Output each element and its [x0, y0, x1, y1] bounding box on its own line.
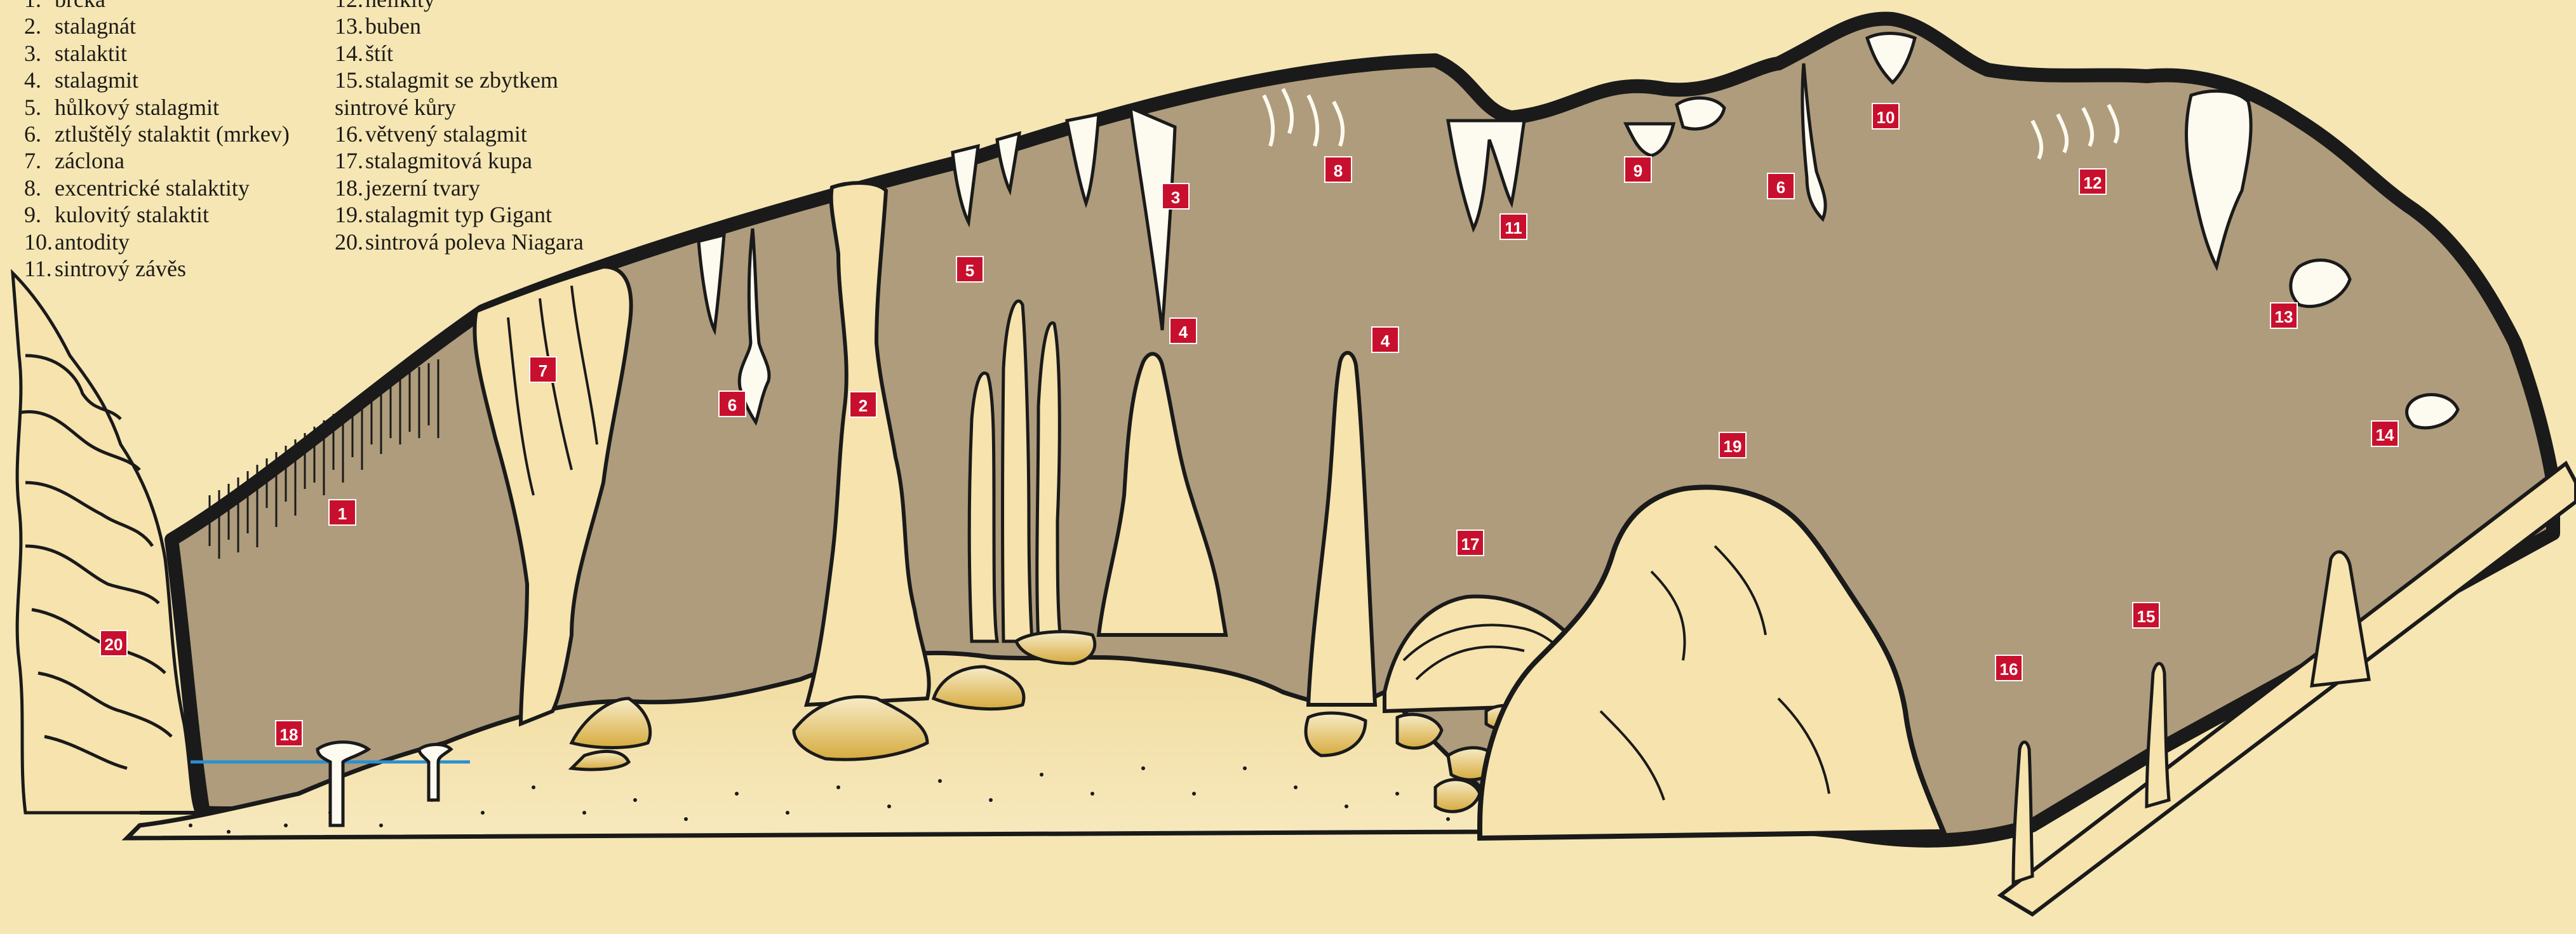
legend-item: 7.záclona	[24, 147, 290, 174]
marker-9: 9	[1624, 156, 1652, 183]
legend-text: větvený stalagmit	[365, 121, 527, 147]
legend-text: brčka	[55, 0, 105, 12]
legend-text: kulovitý stalaktit	[55, 202, 209, 227]
legend-item: 4.stalagmit	[24, 67, 290, 93]
legend-right: 12.helikity 13.buben 14.štít 15.stalagmi…	[335, 0, 584, 255]
legend-item: 12.helikity	[335, 0, 584, 13]
legend-number: 15.	[335, 67, 365, 93]
legend-number: 13.	[335, 13, 365, 39]
legend-item: 15.stalagmit se zbytkem	[335, 67, 584, 93]
legend-number: 2.	[24, 13, 55, 39]
marker-7: 7	[529, 356, 557, 383]
legend-number: 5.	[24, 94, 55, 121]
marker-8: 8	[1324, 156, 1352, 183]
legend-number: 14.	[335, 40, 365, 67]
legend-number: 4.	[24, 67, 55, 93]
legend-item: 1.brčka	[24, 0, 290, 13]
marker-1: 1	[328, 499, 356, 526]
legend-item: 14.štít	[335, 40, 584, 67]
legend-number: 8.	[24, 175, 55, 201]
legend-item: 11.sintrový závěs	[24, 255, 290, 282]
legend-number: 7.	[24, 147, 55, 174]
legend-text: sintrový závěs	[55, 256, 186, 281]
marker-6b: 6	[1767, 173, 1795, 199]
marker-11: 11	[1499, 213, 1527, 240]
marker-16: 16	[1995, 655, 2023, 681]
legend-number: 16.	[335, 121, 365, 147]
marker-14: 14	[2371, 420, 2399, 447]
legend-text: stalagmit	[55, 67, 138, 93]
marker-5: 5	[956, 256, 984, 283]
legend-number: 3.	[24, 40, 55, 67]
legend-item: 3.stalaktit	[24, 40, 290, 67]
legend-item: 19.stalagmit typ Gigant	[335, 201, 584, 228]
legend-text: sintrová poleva Niagara	[365, 229, 584, 255]
legend-item: 6.ztluštělý stalaktit (mrkev)	[24, 121, 290, 147]
legend-item: 9.kulovitý stalaktit	[24, 201, 290, 228]
legend-text: hůlkový stalagmit	[55, 95, 219, 120]
marker-6a: 6	[718, 390, 746, 417]
legend-item: 2.stalagnát	[24, 13, 290, 39]
marker-2: 2	[849, 391, 877, 418]
legend-text: záclona	[55, 148, 124, 173]
legend-text: stalagmit se zbytkem	[365, 67, 558, 93]
legend-item: 20.sintrová poleva Niagara	[335, 229, 584, 255]
marker-3: 3	[1162, 183, 1190, 210]
legend-number: 9.	[24, 201, 55, 228]
marker-13: 13	[2270, 302, 2298, 329]
legend-item: 10.antodity	[24, 229, 290, 255]
legend-left: 1.brčka 2.stalagnát 3.stalaktit 4.stalag…	[24, 0, 290, 282]
legend-item: 5.hůlkový stalagmit	[24, 94, 290, 121]
legend-text: stalaktit	[55, 41, 127, 66]
legend-text: stalagmit typ Gigant	[365, 202, 552, 227]
legend-text: excentrické stalaktity	[55, 175, 250, 201]
legend-number: 6.	[24, 121, 55, 147]
marker-12: 12	[2079, 168, 2107, 195]
legend-item-continuation: sintrové kůry	[335, 94, 584, 121]
marker-20: 20	[100, 630, 128, 657]
legend-item: 13.buben	[335, 13, 584, 39]
marker-4b: 4	[1371, 326, 1399, 353]
legend-text: štít	[365, 41, 393, 66]
legend-number: 11.	[24, 255, 55, 282]
marker-10: 10	[1872, 103, 1900, 130]
marker-18: 18	[275, 720, 303, 747]
legend-number: 20.	[335, 229, 365, 255]
legend-number: 12.	[335, 0, 365, 13]
legend-text: sintrové kůry	[335, 95, 456, 120]
marker-19: 19	[1719, 432, 1747, 458]
legend-text: buben	[365, 13, 421, 39]
legend-item: 8.excentrické stalaktity	[24, 175, 290, 201]
legend-text: ztluštělý stalaktit (mrkev)	[55, 121, 290, 147]
legend-text: jezerní tvary	[365, 175, 480, 201]
legend-text: antodity	[55, 229, 130, 255]
legend-number: 17.	[335, 147, 365, 174]
marker-4a: 4	[1169, 317, 1197, 344]
marker-15: 15	[2132, 602, 2160, 629]
legend-number: 1.	[24, 0, 55, 13]
legend-text: stalagnát	[55, 13, 136, 39]
legend-number: 10.	[24, 229, 55, 255]
legend-number: 19.	[335, 201, 365, 228]
marker-17: 17	[1456, 530, 1484, 556]
legend-text: stalagmitová kupa	[365, 148, 532, 173]
legend-text: helikity	[365, 0, 435, 12]
legend-item: 16.větvený stalagmit	[335, 121, 584, 147]
legend-item: 18.jezerní tvary	[335, 175, 584, 201]
legend-number: 18.	[335, 175, 365, 201]
legend-item: 17.stalagmitová kupa	[335, 147, 584, 174]
